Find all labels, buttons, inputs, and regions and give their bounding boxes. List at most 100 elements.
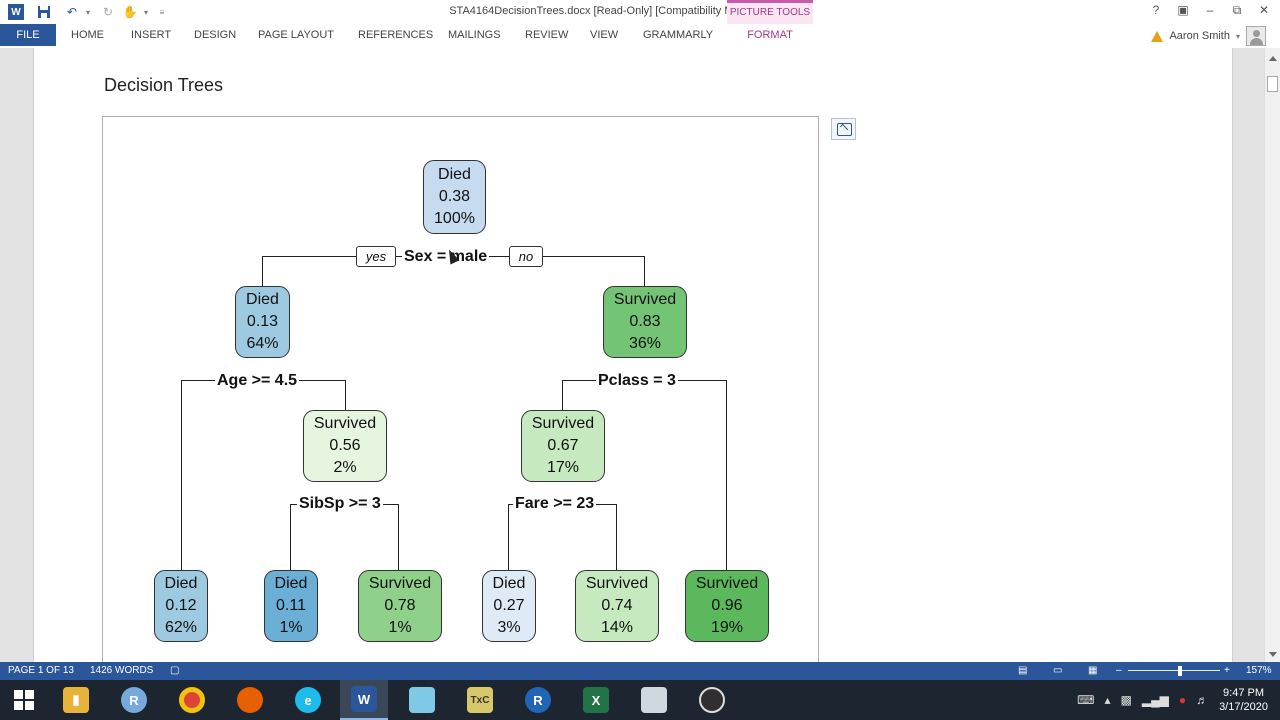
node-probability: 0.83 [629, 313, 661, 330]
undo-icon[interactable]: ↶ [66, 5, 78, 19]
recycle-bin-icon[interactable] [630, 680, 678, 720]
obs-icon[interactable] [688, 680, 736, 720]
word-taskbar-icon[interactable]: W [340, 680, 388, 720]
scroll-down-icon[interactable] [1269, 652, 1277, 657]
tab-page-layout[interactable]: PAGE LAYOUT [258, 29, 335, 41]
print-layout-icon[interactable]: ▭ [1053, 665, 1063, 676]
save-icon[interactable] [36, 4, 52, 20]
split-fare: Fare >= 23 [513, 495, 597, 513]
notes-icon[interactable] [398, 680, 446, 720]
close-icon[interactable]: ✕ [1258, 3, 1270, 17]
tree-node-female-left: Died 0.13 64% [235, 286, 290, 358]
page-count[interactable]: PAGE 1 OF 13 [8, 665, 74, 676]
record-icon[interactable]: ● [1178, 693, 1187, 707]
connector-line [262, 256, 263, 286]
node-percent: 17% [546, 459, 580, 476]
word-app-icon[interactable]: W [8, 4, 24, 20]
rstudio-icon[interactable]: R [110, 680, 158, 720]
tree-leaf-1: Died 0.12 62% [154, 570, 208, 642]
tree-leaf-6: Survived 0.96 19% [685, 570, 769, 642]
tab-grammarly[interactable]: GRAMMARLY [643, 29, 714, 41]
user-name: Aaron Smith [1169, 30, 1230, 42]
redo-icon[interactable]: ↻ [102, 5, 114, 19]
tree-node-root: Died 0.38 100% [423, 160, 486, 234]
clock-time: 9:47 PM [1223, 687, 1265, 699]
word-count[interactable]: 1426 WORDS [90, 665, 154, 676]
tree-leaf-2: Died 0.11 1% [264, 570, 318, 642]
node-probability: 0.67 [547, 437, 579, 454]
touch-mode-icon[interactable]: ✋ [122, 5, 138, 19]
help-icon[interactable]: ? [1152, 3, 1160, 17]
zoom-slider-thumb[interactable] [1178, 666, 1182, 676]
node-percent: 1% [388, 619, 412, 636]
decision-tree-picture[interactable]: yes Sex = male no Age >= 4.5 Pclass = 3 … [102, 116, 819, 662]
split-age: Age >= 4.5 [215, 372, 300, 390]
node-percent: 19% [710, 619, 744, 636]
scroll-up-icon[interactable] [1269, 56, 1277, 61]
internet-explorer-icon[interactable]: e [284, 680, 332, 720]
chrome-icon[interactable] [168, 680, 216, 720]
page-heading: Decision Trees [104, 75, 224, 95]
connector-line [644, 256, 645, 286]
user-account[interactable]: Aaron Smith ▾ [1151, 24, 1266, 48]
tab-references[interactable]: REFERENCES [358, 29, 434, 41]
layout-options-button[interactable] [831, 118, 856, 140]
no-label: no [509, 246, 543, 267]
node-percent: 64% [246, 335, 279, 352]
undo-dropdown-icon[interactable]: ▾ [85, 7, 90, 17]
tab-design[interactable]: DESIGN [194, 29, 237, 41]
touch-dropdown-icon[interactable]: ▾ [143, 7, 148, 17]
tab-format[interactable]: FORMAT [747, 29, 793, 41]
file-explorer-icon[interactable]: ▮ [52, 680, 100, 720]
title-bar: W ↶ ▾ ↻ ✋ ▾ ≡ STA4164DecisionTrees.docx … [0, 0, 1280, 48]
avatar[interactable] [1246, 26, 1266, 46]
tab-insert[interactable]: INSERT [131, 29, 172, 41]
keyboard-icon[interactable]: ⌨ [1077, 693, 1095, 707]
node-percent: 2% [333, 459, 357, 476]
clock[interactable]: 9:47 PM 3/17/2020 [1219, 686, 1268, 714]
split-sibsp: SibSp >= 3 [297, 495, 383, 513]
scrollbar-thumb[interactable] [1267, 76, 1278, 92]
zoom-in-icon[interactable]: + [1224, 665, 1230, 676]
node-percent: 36% [628, 335, 662, 352]
tab-file[interactable]: FILE [0, 24, 56, 46]
tab-view[interactable]: VIEW [590, 29, 619, 41]
volume-icon[interactable]: ♬ [1196, 693, 1209, 707]
zoom-level[interactable]: 157% [1246, 665, 1272, 676]
tab-home[interactable]: HOME [71, 29, 104, 41]
document-title: STA4164DecisionTrees.docx [Read-Only] [C… [449, 5, 791, 17]
web-layout-icon[interactable]: ▦ [1088, 665, 1098, 676]
network-icon[interactable]: ▩ [1120, 693, 1132, 707]
connector-line [562, 380, 563, 410]
split-pclass: Pclass = 3 [596, 372, 678, 390]
signal-icon[interactable]: ▂▄▆ [1141, 693, 1169, 707]
show-hidden-icon[interactable]: ▴ [1104, 693, 1111, 707]
node-probability: 0.11 [276, 597, 306, 614]
restore-icon[interactable]: ⧉ [1232, 3, 1242, 17]
node-label: Died [164, 575, 198, 592]
node-probability: 0.96 [711, 597, 743, 614]
minimize-icon[interactable]: – [1206, 3, 1214, 17]
vertical-scrollbar[interactable] [1264, 48, 1280, 662]
proofing-icon[interactable]: ▢ [170, 665, 180, 676]
document-page: Decision Trees yes Sex = male no Age >= … [33, 48, 1233, 662]
status-bar: PAGE 1 OF 13 1426 WORDS ▢ ▤ ▭ ▦ – + 157% [0, 662, 1280, 680]
clock-date: 3/17/2020 [1219, 701, 1268, 713]
connector-line [398, 504, 399, 570]
ribbon-tabs: FILE HOME INSERT DESIGN PAGE LAYOUT REFE… [0, 24, 1280, 48]
tab-mailings[interactable]: MAILINGS [448, 29, 501, 41]
node-label: Survived [695, 575, 759, 592]
firefox-icon[interactable] [226, 680, 274, 720]
windows-start-icon[interactable] [0, 680, 48, 720]
excel-icon[interactable]: X [572, 680, 620, 720]
r-icon[interactable]: R [514, 680, 562, 720]
read-mode-icon[interactable]: ▤ [1018, 665, 1028, 676]
node-probability: 0.12 [165, 597, 197, 614]
customize-qat-icon[interactable]: ≡ [159, 7, 165, 17]
tab-review[interactable]: REVIEW [525, 29, 569, 41]
zoom-out-icon[interactable]: – [1116, 665, 1122, 676]
zoom-slider[interactable] [1128, 670, 1220, 671]
txc-icon[interactable]: TxC [456, 680, 504, 720]
node-probability: 0.13 [246, 313, 279, 330]
ribbon-display-options-icon[interactable]: ▣ [1177, 3, 1189, 17]
